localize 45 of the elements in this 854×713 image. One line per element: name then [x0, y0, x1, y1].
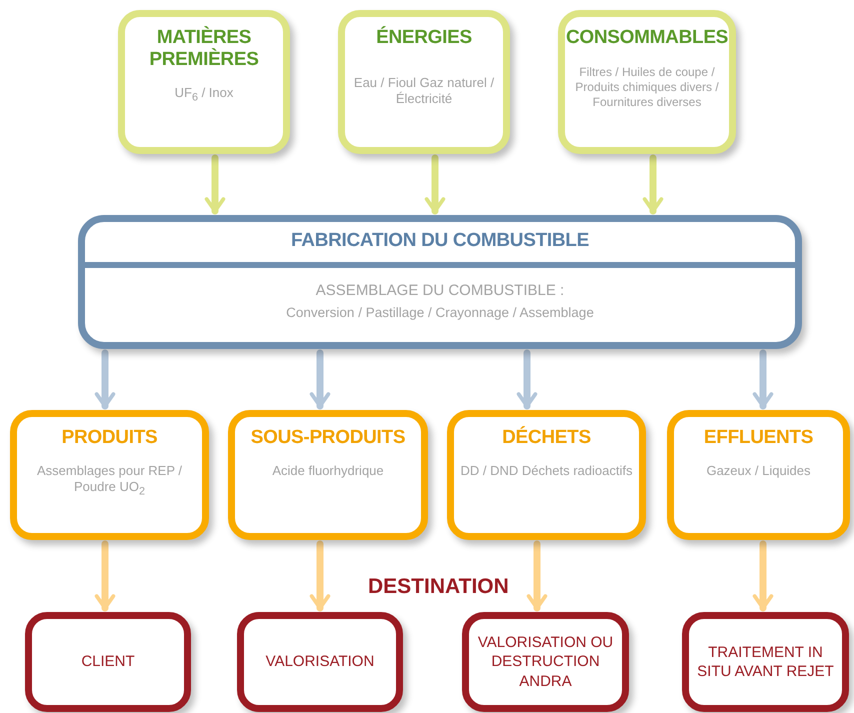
- box-heading: FABRICATION DU COMBUSTIBLE: [290, 230, 590, 252]
- destination-label: VALORISATION OU DESTRUCTION ANDRA: [476, 632, 614, 692]
- output-box: [447, 410, 646, 540]
- arrow: [752, 350, 774, 410]
- arrow: [204, 154, 226, 214]
- box-heading: DÉCHETS: [501, 427, 592, 449]
- destination-box: [462, 612, 629, 712]
- box-text: UF$_{6}$ / Inox: [174, 84, 234, 105]
- box-text: Assemblages pour REP / Poudre UO$_{2}$: [36, 462, 183, 500]
- box-heading: CONSOMMABLES: [564, 27, 730, 49]
- section-label: DESTINATION: [368, 575, 509, 599]
- destination-label: CLIENT: [80, 652, 136, 672]
- destination-label: TRAITEMENT IN SITU AVANT REJET: [696, 642, 835, 682]
- output-box: [667, 410, 850, 540]
- input-box: [338, 10, 510, 154]
- box-heading: SOUS-PRODUITS: [250, 427, 406, 449]
- box-heading: ÉNERGIES: [375, 27, 473, 49]
- output-box: [10, 410, 209, 540]
- destination-label: VALORISATION: [264, 652, 376, 672]
- destination-box: [237, 612, 403, 712]
- destination-box: [25, 612, 191, 712]
- arrow: [94, 350, 116, 410]
- box-text: ASSEMBLAGE DU COMBUSTIBLE :: [314, 282, 566, 301]
- box-text: Filtres / Huiles de coupe / Produits chimiques divers / Fournitures diverses: [574, 64, 720, 110]
- arrow: [752, 540, 774, 612]
- arrow: [642, 154, 664, 214]
- box-text: DD / DND Déchets radioactifs: [460, 462, 634, 480]
- arrow: [424, 154, 446, 214]
- process-box: [78, 215, 802, 349]
- arrow: [526, 540, 548, 612]
- arrow: [310, 540, 330, 612]
- input-box: [118, 10, 290, 154]
- box-heading: PRODUITS: [60, 427, 158, 449]
- box-text: Conversion / Pastillage / Crayonnage / Assemblage: [285, 304, 595, 322]
- arrow: [516, 350, 538, 410]
- box-heading: MATIÈRES PREMIÈRES: [148, 27, 260, 71]
- box-heading: EFFLUENTS: [702, 427, 814, 449]
- box-text: Acide fluorhydrique: [271, 462, 385, 480]
- destination-box: [682, 612, 849, 712]
- arrow: [94, 540, 116, 612]
- box-text: Gazeux / Liquides: [705, 462, 812, 480]
- box-text: Eau / Fioul Gaz naturel / Électricité: [352, 74, 496, 108]
- arrow: [310, 350, 330, 410]
- output-box: [228, 410, 428, 540]
- input-box: [558, 10, 736, 154]
